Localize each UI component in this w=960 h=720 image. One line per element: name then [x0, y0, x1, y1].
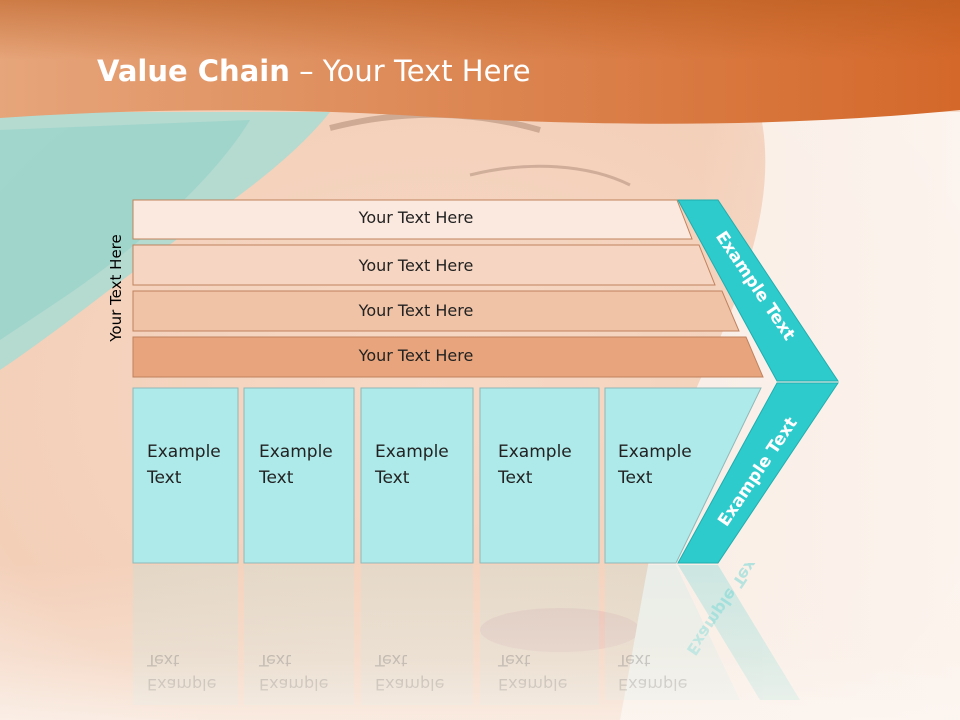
cell-3-line-1: Example	[375, 442, 449, 462]
band-label-1: Your Text Here	[358, 208, 474, 227]
band-label-3: Your Text Here	[358, 301, 474, 320]
cell-4-line-2: Text	[498, 468, 533, 488]
cell-3	[360, 387, 474, 564]
cell-4	[479, 387, 600, 564]
cell-1-line-2: Text	[147, 468, 182, 488]
slide-title: Value Chain – Your Text Here	[97, 54, 531, 88]
cell-2	[243, 387, 355, 564]
band-4	[132, 336, 764, 378]
band-1	[132, 199, 693, 240]
title-bold: Value Chain	[97, 54, 290, 88]
cell-2-line-2: Text	[259, 468, 294, 488]
band-2	[132, 244, 716, 286]
cell-2-line-1: Example	[259, 442, 333, 462]
band-label-2: Your Text Here	[358, 256, 474, 275]
title-rest: – Your Text Here	[289, 54, 531, 88]
band-3	[132, 290, 740, 332]
cell-3-line-2: Text	[375, 468, 410, 488]
reflection-fade	[0, 563, 960, 720]
cell-4-line-1: Example	[498, 442, 572, 462]
cell-5-line-2: Text	[618, 468, 653, 488]
cell-1-line-1: Example	[147, 442, 221, 462]
band-label-4: Your Text Here	[358, 346, 474, 365]
chevron-upper	[677, 199, 839, 382]
cell-5-line-1: Example	[618, 442, 692, 462]
